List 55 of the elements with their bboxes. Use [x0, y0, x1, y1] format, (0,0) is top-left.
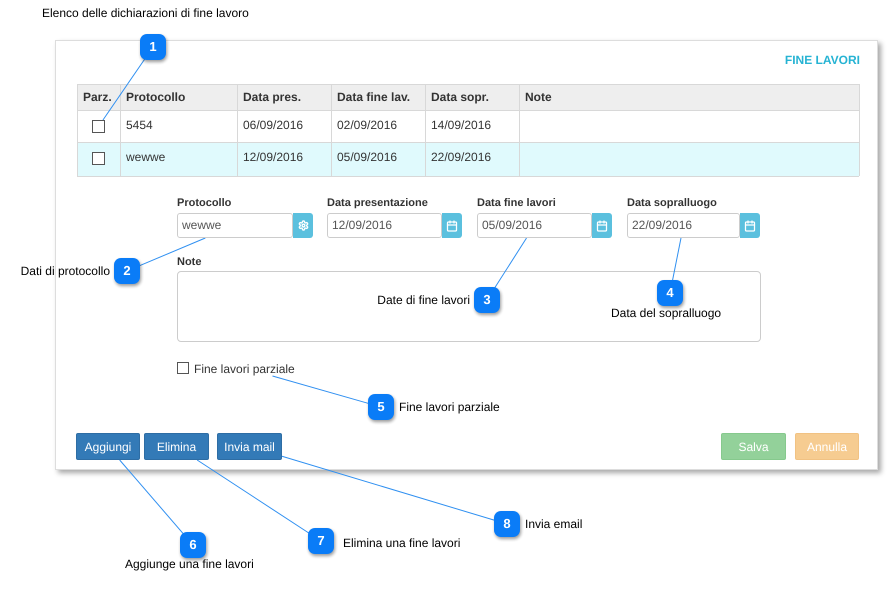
form-button: Aggiungi [76, 433, 140, 460]
form-button: Invia mail [217, 433, 282, 460]
callout-text: Dati di protocollo [20, 264, 110, 278]
column-header: Parz. [83, 91, 112, 103]
panel-title: FINE LAVORI [784, 54, 860, 66]
form-button: Elimina [144, 433, 209, 460]
callout-number: 5 [368, 394, 394, 420]
column-header: Data sopr. [431, 91, 490, 103]
leader-line [494, 238, 528, 290]
leader-line [272, 376, 369, 404]
callout-number: 1 [140, 34, 166, 60]
table-cell-text: 12/09/2016 [243, 151, 304, 163]
table-cell-text: 22/09/2016 [431, 151, 492, 163]
table-cell-text: 5454 [126, 119, 153, 131]
input-field: 05/09/2016 [477, 213, 592, 238]
callout-number: 8 [494, 511, 520, 537]
callout-number: 6 [180, 532, 206, 558]
callout-text: Invia email [525, 517, 582, 531]
leader-line [119, 460, 185, 536]
column-header: Data pres. [243, 91, 302, 103]
column-header: Data fine lav. [337, 91, 410, 103]
callout-text: Fine lavori parziale [399, 400, 500, 414]
input-field: 12/09/2016 [327, 213, 442, 238]
input-field: 22/09/2016 [627, 213, 740, 238]
table-cell-text: 02/09/2016 [337, 119, 398, 131]
field-label: Protocollo [177, 198, 232, 209]
leader-line [282, 456, 496, 521]
leader-line [672, 238, 682, 281]
table-cell-text: 06/09/2016 [243, 119, 304, 131]
callout-text: Date di fine lavori [377, 293, 470, 307]
callout-number: 7 [308, 528, 334, 554]
leader-line [138, 238, 206, 266]
callout-number: 4 [657, 280, 683, 306]
field-label: Data fine lavori [477, 198, 556, 209]
checkbox-label: Fine lavori parziale [194, 362, 295, 376]
callout-text: Elimina una fine lavori [343, 536, 460, 550]
checkbox [92, 152, 105, 165]
field-label: Note [177, 257, 202, 268]
input-field: wewwe [177, 213, 293, 238]
table-cell-text: 14/09/2016 [431, 119, 492, 131]
checkbox [92, 120, 105, 133]
callout-text: Data del sopralluogo [611, 306, 722, 320]
form-button: Annulla [795, 433, 859, 460]
table-cell-text: wewwe [126, 151, 166, 163]
callout-text: Elenco delle dichiarazioni di fine lavoro [42, 6, 249, 20]
callout-number: 2 [114, 258, 140, 284]
callout-number: 3 [474, 287, 500, 313]
table-cell-text: 05/09/2016 [337, 151, 398, 163]
column-header: Note [525, 91, 552, 103]
form-button: Salva [721, 433, 786, 460]
leader-line [102, 57, 146, 120]
callout-text: Aggiunge una fine lavori [125, 557, 254, 571]
leader-line [196, 460, 311, 534]
checkbox [177, 362, 189, 374]
column-header: Protocollo [126, 91, 186, 103]
